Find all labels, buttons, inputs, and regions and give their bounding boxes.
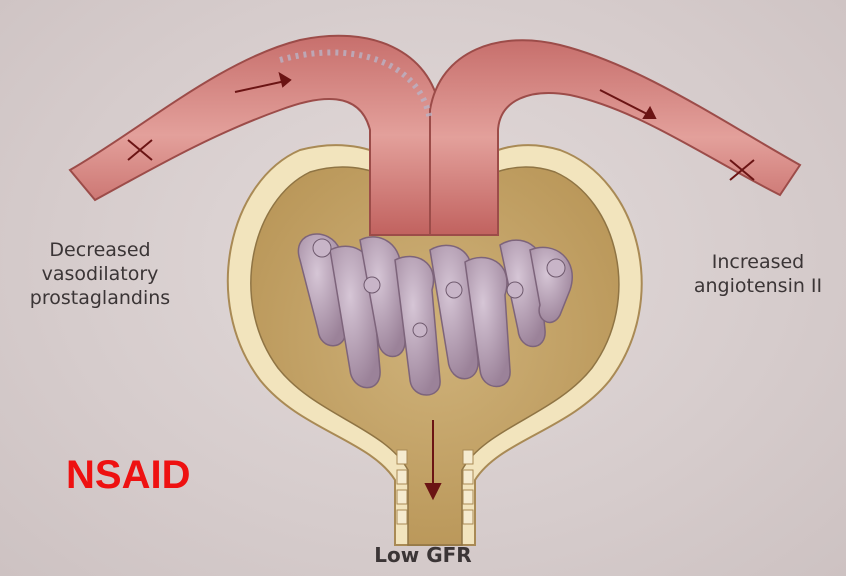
left-label-line-3: prostaglandins bbox=[0, 286, 200, 310]
low-gfr-label: Low GFR bbox=[330, 543, 516, 567]
left-label: Decreased vasodilatory prostaglandins bbox=[0, 238, 200, 310]
left-label-line-1: Decreased bbox=[0, 238, 200, 262]
nsaid-label: NSAID bbox=[66, 452, 190, 498]
left-label-line-2: vasodilatory bbox=[0, 262, 200, 286]
right-label-line-1: Increased bbox=[672, 250, 844, 274]
right-label: Increased angiotensin II bbox=[672, 250, 844, 298]
right-label-line-2: angiotensin II bbox=[672, 274, 844, 298]
